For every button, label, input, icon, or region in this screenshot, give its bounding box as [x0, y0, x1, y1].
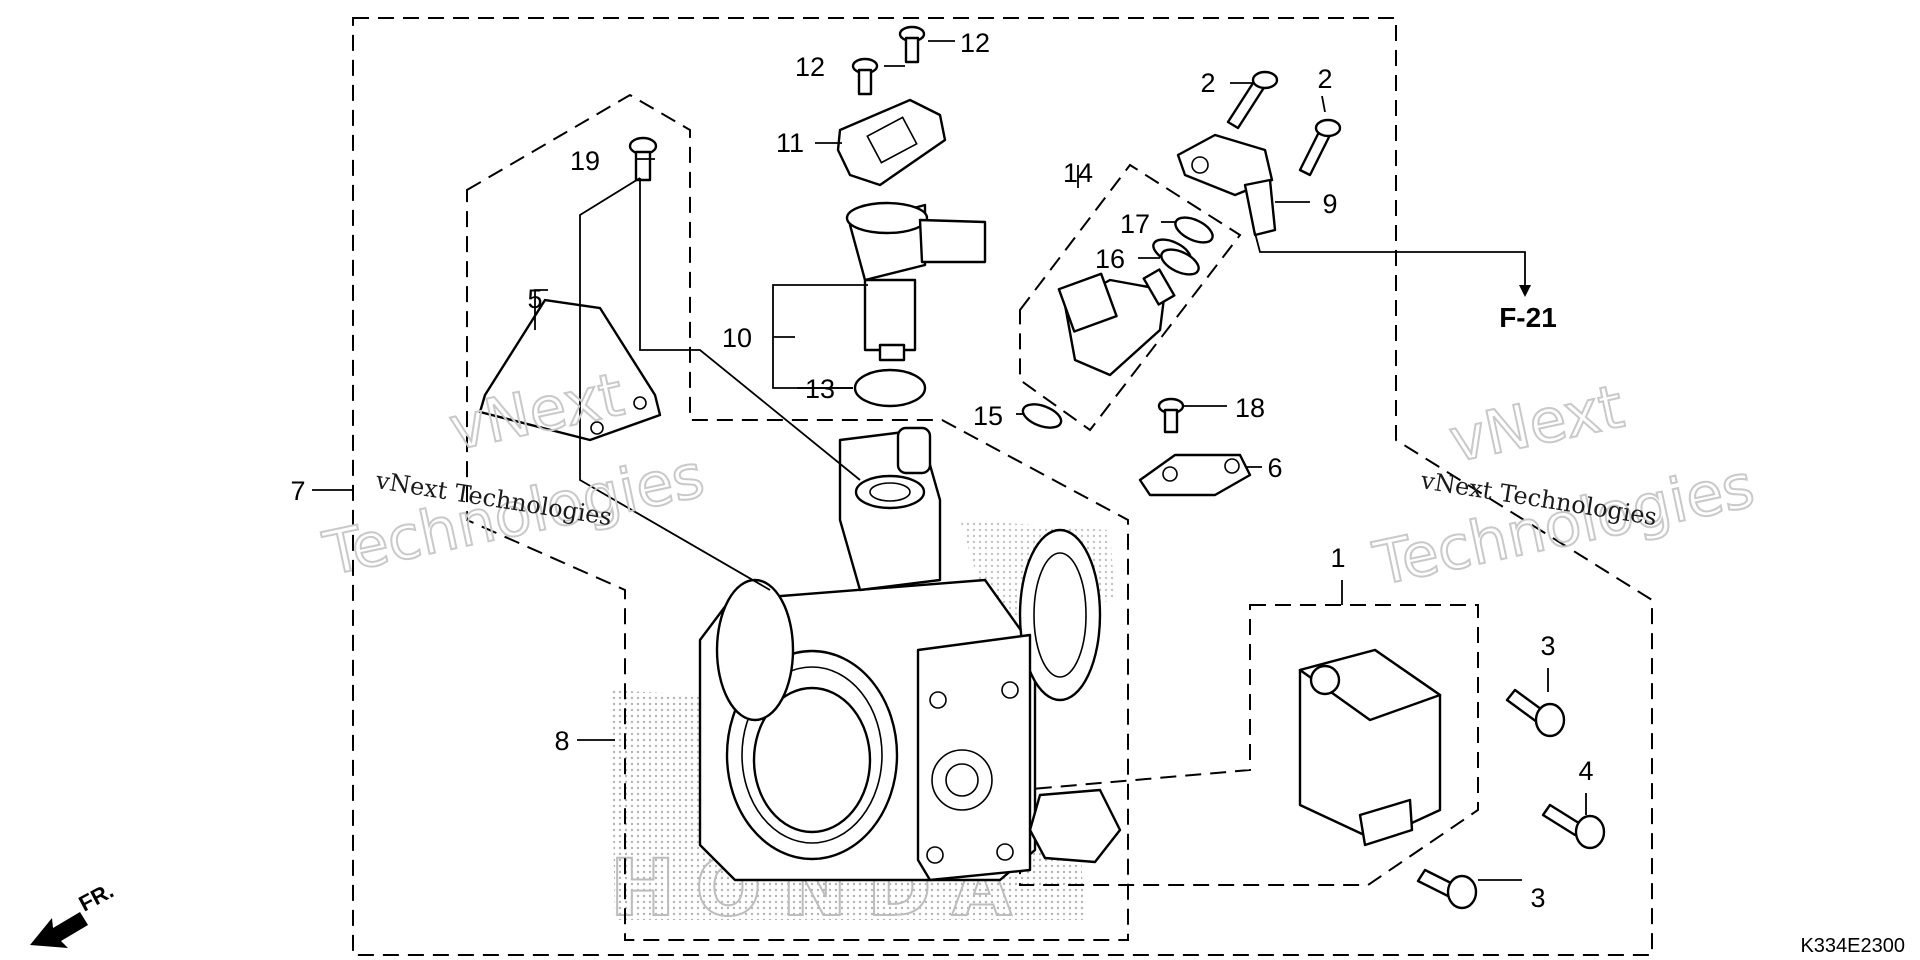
- part-14-injector: [1057, 268, 1176, 377]
- callout-labels: 1 2 2 3 3 4 5 6 7 8 9 10 11 12 12 13 14 …: [290, 28, 1593, 913]
- diagram-code: K334E2300: [1800, 935, 1905, 957]
- callout-13: 13: [805, 374, 835, 404]
- callout-17: 17: [1120, 209, 1150, 239]
- callout-14: 14: [1063, 158, 1093, 188]
- callout-8: 8: [554, 726, 569, 756]
- callout-2b: 2: [1317, 64, 1332, 94]
- callout-19: 19: [570, 146, 600, 176]
- part-9-sensor: [1176, 133, 1277, 237]
- svg-text:vNext: vNext: [444, 360, 630, 465]
- part-17-seal: [1174, 216, 1214, 244]
- part-13-o-ring: [853, 368, 927, 408]
- callout-5: 5: [527, 284, 542, 314]
- throttle-body: [698, 426, 1122, 882]
- part-3-screws: [1416, 688, 1566, 910]
- svg-text:vNext: vNext: [1444, 372, 1630, 477]
- front-marker-label: FR.: [75, 878, 118, 917]
- outline-1: [1019, 604, 1479, 886]
- front-arrow: FR.: [30, 878, 118, 948]
- outline-8: [466, 93, 1129, 941]
- callout-18: 18: [1235, 393, 1265, 423]
- callout-7: 7: [290, 476, 305, 506]
- part-5-bracket: [478, 298, 662, 442]
- callout-9: 9: [1322, 189, 1337, 219]
- callout-3b: 3: [1530, 883, 1545, 913]
- callout-3a: 3: [1540, 631, 1555, 661]
- part-19-bolt: [628, 136, 658, 182]
- assembly-outlines: [352, 17, 1653, 956]
- part-16-seal: [1152, 238, 1200, 276]
- part-2-bolts: [1226, 70, 1342, 177]
- part-10-sensor: [845, 201, 987, 362]
- part-4-screw: [1541, 803, 1606, 850]
- part-6-plate: [1138, 453, 1252, 497]
- callout-2a: 2: [1200, 68, 1215, 98]
- part-11-gasket: [836, 98, 947, 187]
- callout-12a: 12: [795, 52, 825, 82]
- callout-12b: 12: [960, 28, 990, 58]
- reference-label: F-21: [1499, 302, 1557, 333]
- leader-lines: [312, 40, 1587, 881]
- part-12-screws: [851, 25, 926, 96]
- callout-4: 4: [1578, 756, 1593, 786]
- callout-16: 16: [1095, 244, 1125, 274]
- part-1-sensor-unit: [1298, 648, 1442, 847]
- callout-1: 1: [1330, 543, 1345, 573]
- callout-6: 6: [1267, 453, 1282, 483]
- callout-11: 11: [776, 128, 804, 158]
- outline-14: [1019, 163, 1242, 432]
- callout-10: 10: [722, 323, 752, 353]
- watermark-right: vNext Technologies vNext Technologies: [1367, 371, 1762, 601]
- part-15-seal: [1021, 403, 1063, 429]
- callout-15: 15: [973, 401, 1003, 431]
- part-18-bolt: [1157, 397, 1185, 434]
